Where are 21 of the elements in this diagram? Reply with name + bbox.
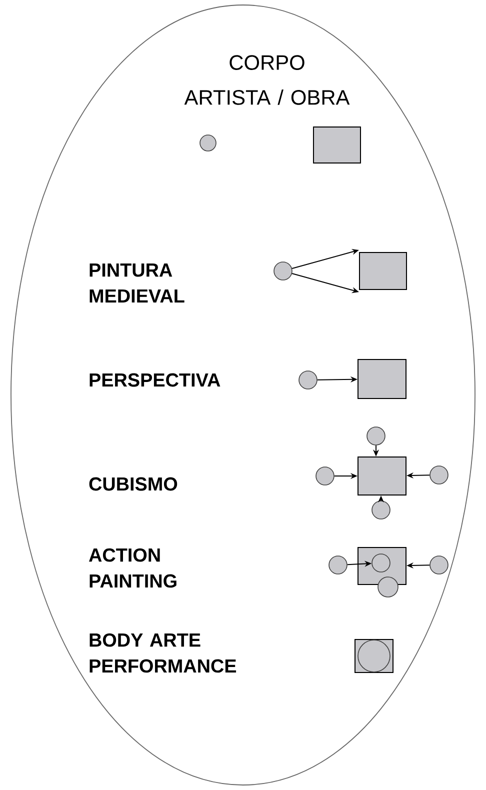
circle — [274, 262, 292, 280]
circle — [298, 370, 318, 390]
row-label: ACTION PAINTING — [89, 548, 176, 588]
circle — [378, 576, 398, 598]
row-label: BODY ARTE PERFORMANCE — [90, 633, 236, 673]
square — [358, 456, 406, 496]
circle — [316, 466, 334, 486]
circle — [372, 554, 390, 572]
circle — [200, 134, 216, 152]
square — [358, 359, 406, 399]
circle — [366, 426, 386, 446]
square — [359, 252, 407, 290]
row-label: CUBISMO — [89, 477, 178, 491]
circle — [430, 556, 448, 574]
circle — [372, 500, 390, 520]
circle — [328, 556, 348, 574]
row-label: PERSPECTIVA — [90, 373, 220, 387]
row-label: PINTURA MEDIEVAL — [90, 264, 184, 302]
title: CORPO ARTISTA / OBRA — [184, 55, 350, 105]
square — [313, 126, 361, 164]
circle — [430, 466, 448, 484]
